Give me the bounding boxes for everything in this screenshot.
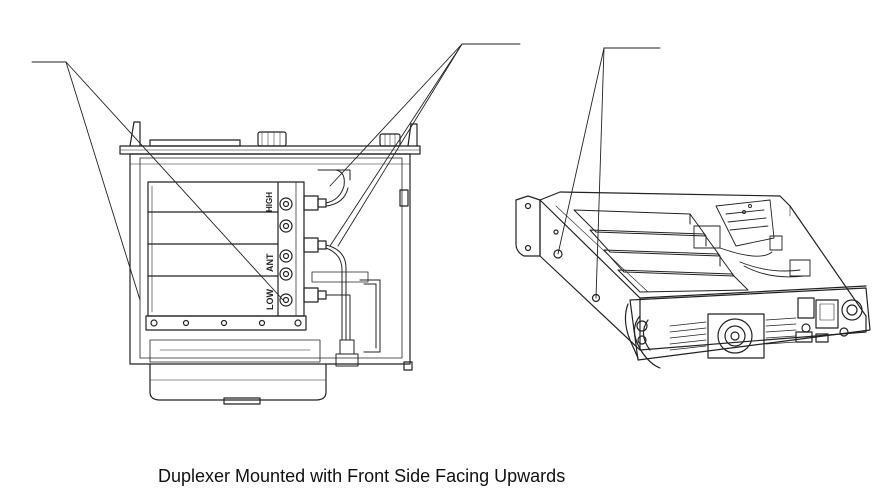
top-callout-leaders <box>329 43 521 247</box>
left-callout-leaders <box>31 61 284 301</box>
left-radio-view: HIGH ANT LOW <box>31 43 521 405</box>
iso-duplexer <box>573 209 749 293</box>
coax-cables <box>311 169 381 367</box>
label-low: LOW <box>265 289 275 310</box>
right-radio-view <box>515 47 871 369</box>
figure-caption: Duplexer Mounted with Front Side Facing … <box>158 466 566 486</box>
iso-chassis <box>539 191 867 351</box>
label-high: HIGH <box>265 192 274 212</box>
label-ant: ANT <box>265 253 275 272</box>
iso-front-panel <box>624 287 871 369</box>
iso-pcb <box>693 199 811 278</box>
duplexer-block <box>145 181 327 331</box>
radio-chassis <box>129 153 413 405</box>
right-callout-leaders <box>557 47 661 299</box>
mounting-flange <box>515 195 541 257</box>
